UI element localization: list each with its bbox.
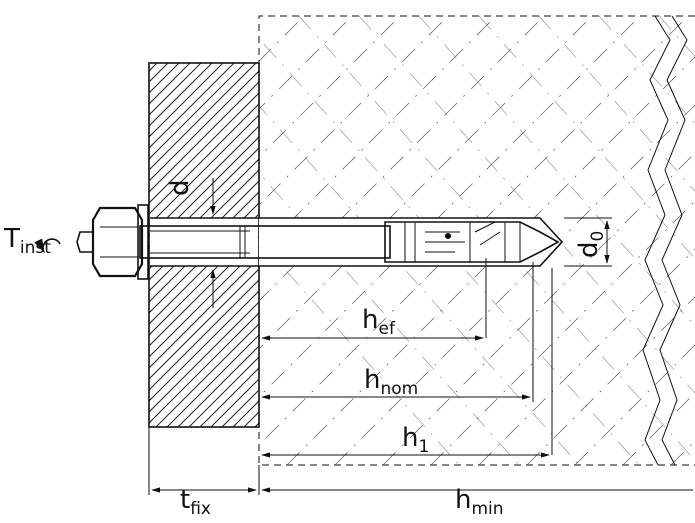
torque-arrow-icon [34, 238, 61, 254]
label-h1: h1 [402, 423, 429, 457]
label-d0: d0 [574, 231, 608, 258]
label-h-ef: hef [362, 305, 396, 339]
label-d: d [165, 179, 195, 196]
hole-diameter-indicator [564, 217, 612, 267]
bolt-end [76, 231, 93, 253]
label-t-fix: tfix [180, 485, 211, 518]
hex-nut [91, 206, 144, 278]
anchor-bolt [76, 204, 560, 280]
label-h-min: hmin [455, 485, 504, 518]
expansion-sleeve [384, 221, 560, 263]
washer [137, 204, 149, 280]
label-h-nom: hnom [364, 365, 418, 399]
label-t-inst: Tinst [3, 224, 51, 258]
break-line-right [659, 15, 688, 466]
break-line-left [642, 15, 671, 466]
